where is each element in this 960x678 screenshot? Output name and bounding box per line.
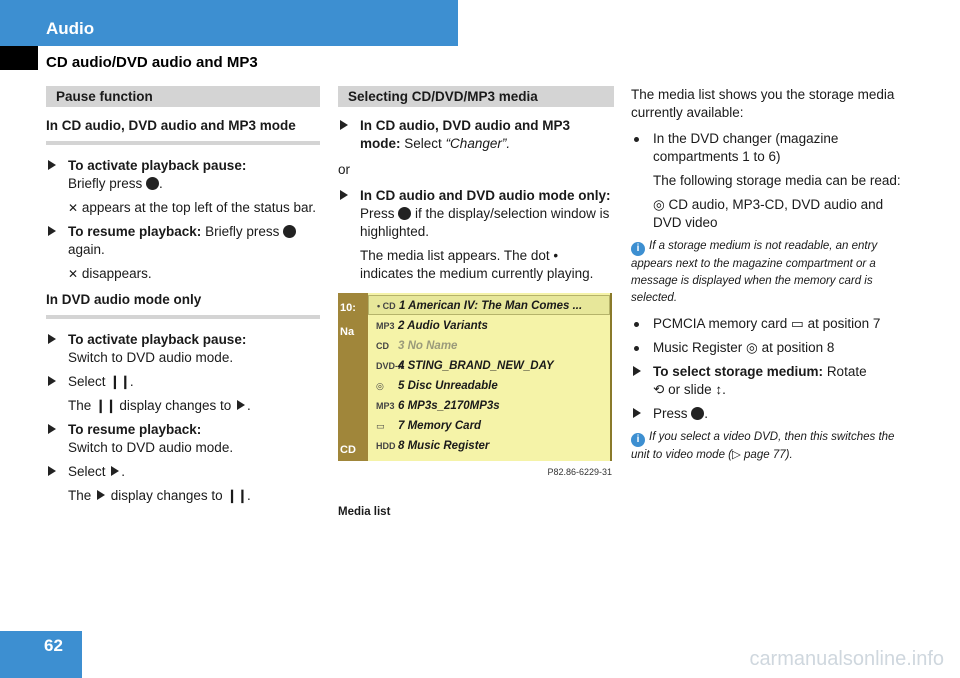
note-readable: The following storage media can be read: [653, 173, 901, 188]
step-select-storage: To select storage medium: Rotate ⟲ or sl… [631, 363, 911, 399]
watermark: carmanualsonline.info [749, 648, 944, 670]
info-icon: i [631, 433, 645, 447]
pause-icon: ❙❙ [109, 374, 131, 389]
step-select-changer: In CD audio, DVD audio and MP3 mode: Sel… [338, 117, 614, 153]
column-pause: Pause function In CD audio, DVD audio an… [46, 86, 320, 511]
hdd-icon: ◎ [746, 340, 758, 355]
step-arrow-icon [48, 424, 56, 434]
disc-icon: ◎ [653, 197, 665, 212]
media-item-7[interactable]: ▭7 Memory Card [368, 416, 610, 436]
bullet-icon [634, 322, 639, 327]
play-icon [237, 400, 246, 410]
bullet-icon [634, 346, 639, 351]
step-arrow-icon [633, 366, 641, 376]
step-press-knob: In CD audio and DVD audio mode only: Pre… [338, 187, 614, 241]
intro-text: The media list shows you the storage med… [631, 87, 895, 120]
step-resume: To resume playback: Briefly press again. [46, 223, 320, 259]
step-arrow-icon [633, 408, 641, 418]
dvd-audio-icon: DVD-A [376, 361, 405, 371]
mp3-icon: MP3 [376, 401, 395, 411]
bullet-music-register: Music Register ◎ at position 8 [631, 339, 911, 357]
slide-knob-icon: ↕ [715, 382, 723, 397]
note-display-change: The ❙❙ display changes to . [68, 398, 251, 413]
media-item-4[interactable]: DVD-A4 STING_BRAND_NEW_DAY [368, 356, 610, 376]
rule [46, 315, 320, 319]
bullet-pcmcia: PCMCIA memory card ▭ at position 7 [631, 315, 911, 333]
step-select-play: Select . [46, 463, 320, 481]
pause-bar: Pause function [46, 86, 320, 107]
pause-status-icon: ✕ [68, 201, 79, 215]
step-arrow-icon [48, 226, 56, 236]
step-activate-pause: To activate playback pause: Briefly pres… [46, 157, 320, 193]
cd-icon: CD [376, 341, 389, 351]
bullet-icon [634, 137, 639, 142]
rule [46, 141, 320, 145]
column-media: Selecting CD/DVD/MP3 media In CD audio, … [338, 86, 614, 521]
subhead-dvd-only: In DVD audio mode only [46, 292, 202, 307]
section-title: CD audio/DVD audio and MP3 [46, 54, 258, 71]
media-bar: Selecting CD/DVD/MP3 media [338, 86, 614, 107]
memory-card-icon: ▭ [791, 316, 804, 331]
note-pause-disappears: ✕ disappears. [68, 266, 152, 281]
step-dvd-activate: To activate playback pause: Switch to DV… [46, 331, 320, 367]
chapter-title: Audio [46, 19, 95, 38]
play-icon [111, 466, 120, 476]
cursor-knob-icon [398, 207, 412, 220]
pause-icon: ❙❙ [95, 398, 117, 413]
disc-icon: ◎ [376, 381, 384, 391]
pause-status-icon: ✕ [68, 267, 79, 281]
page-number: 62 [44, 636, 63, 655]
subhead-cd-mode: In CD audio, DVD audio and MP3 mode [46, 118, 296, 133]
cursor-knob-icon [691, 407, 705, 420]
note-media-list: The media list appears. The dot • indica… [360, 248, 594, 281]
bullet-dvd-changer: In the DVD changer (magazine compartment… [631, 130, 911, 166]
step-press: Press . [631, 405, 911, 423]
step-arrow-icon [48, 334, 56, 344]
status-strip: 10: Na CD [338, 293, 368, 461]
mp3-icon: MP3 [376, 321, 395, 331]
note-display-change-2: The display changes to ❙❙. [68, 488, 251, 503]
figure-caption: Media list [338, 506, 391, 518]
note-pause-appears: ✕ appears at the top left of the status … [68, 200, 316, 215]
page-number-tab [0, 631, 82, 678]
hdd-icon: HDD [376, 441, 396, 451]
step-arrow-icon [48, 466, 56, 476]
header-marker [0, 46, 38, 70]
step-arrow-icon [340, 190, 348, 200]
step-arrow-icon [340, 120, 348, 130]
pause-icon: ❙❙ [226, 488, 248, 503]
mute-button-icon [146, 177, 160, 190]
column-media-list: The media list shows you the storage med… [631, 86, 911, 472]
info-icon: i [631, 242, 645, 256]
figure-code: P82.86-6229-31 [547, 467, 612, 477]
or-text: or [338, 162, 351, 177]
dot-icon: • [553, 248, 559, 263]
media-types: ◎ CD audio, MP3-CD, DVD audio and DVD vi… [653, 197, 884, 230]
step-arrow-icon [48, 376, 56, 386]
cd-icon: • CD [377, 301, 396, 311]
rotate-knob-icon: ⟲ [653, 382, 665, 397]
play-icon [97, 490, 106, 500]
memory-card-icon: ▭ [376, 421, 385, 431]
mute-button-icon [283, 225, 297, 238]
step-dvd-resume: To resume playback: Switch to DVD audio … [46, 421, 320, 457]
step-select-pause: Select ❙❙. [46, 373, 320, 391]
header-tab [0, 0, 458, 46]
step-arrow-icon [48, 160, 56, 170]
media-item-5[interactable]: ◎5 Disc Unreadable [368, 376, 610, 396]
